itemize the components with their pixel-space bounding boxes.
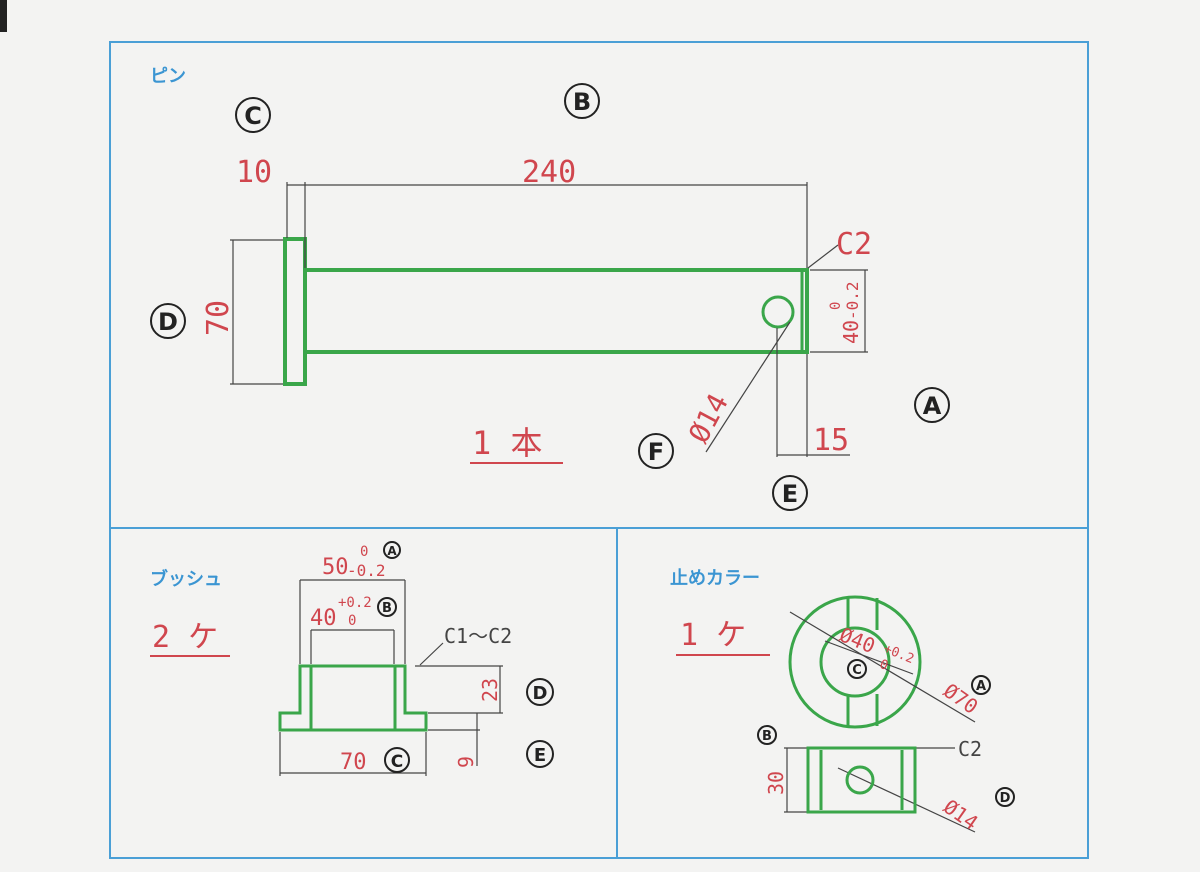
svg-text:-0.2: -0.2 [843,281,862,320]
collar-side-view [806,746,917,814]
svg-text:D: D [158,308,178,336]
pin-dimension-lines [230,182,868,457]
dim-hole-position: 15 [813,423,849,458]
marker-a: A [971,675,991,695]
bush-title: ブッシュ [150,568,222,590]
pin-hole [761,295,795,329]
svg-text:F: F [648,438,664,466]
dim-flange-thickness: 9 [454,756,478,768]
collar-inner-circle [819,626,891,698]
dim-head-thickness: 10 [236,155,272,190]
svg-text:E: E [534,745,546,766]
svg-text:B: B [382,601,392,616]
pin-shaft [303,268,809,354]
svg-text:A: A [387,544,397,558]
svg-text:A: A [976,679,986,694]
dim-bush-inner: 40 +0.2 0 [310,595,372,631]
pin-title: ピン [150,66,186,87]
marker-a: A [914,387,950,423]
marker-d: D [526,678,554,706]
collar-quantity: 1 ケ [680,618,746,653]
svg-text:40: 40 [310,606,337,631]
bush-panel: ブッシュ 2 ケ 50 -0.2 0 A [150,541,554,776]
svg-text:Ø40: Ø40 [836,622,878,658]
dim-collar-width: 30 [764,771,788,795]
svg-text:D: D [533,683,548,704]
marker-c: C [847,659,867,679]
pin-quantity: 1 本 [472,424,543,462]
pin-head [283,237,307,386]
svg-text:E: E [782,480,798,508]
collar-side-hole [845,765,875,795]
marker-d: D [150,303,186,339]
bush-quantity: 2 ケ [152,620,218,655]
pin-panel: ピン 10 240 70 40 -0.2 0 [150,66,950,511]
collar-dimension-lines [784,611,976,833]
dim-hole-diameter: Ø14 [682,388,735,448]
dim-bush-chamfer: C1～C2 [444,624,512,648]
dim-bush-outer: 50 -0.2 0 [322,544,386,580]
marker-e: E [526,740,554,768]
dim-collar-chamfer: C2 [958,737,982,761]
dim-shaft-diameter: 40 -0.2 0 [828,281,863,344]
scan-edge [0,0,7,32]
dim-flange-diameter: 70 [340,750,367,775]
collar-title: 止めカラー [670,567,760,589]
marker-a: A [383,541,401,559]
dim-chamfer: C2 [836,227,872,262]
svg-text:0: 0 [828,302,844,310]
dim-head-diameter: 70 [201,300,236,336]
svg-text:C: C [852,663,862,678]
svg-text:-0.2: -0.2 [347,561,386,580]
marker-b: B [564,83,600,119]
dim-pin-length: 240 [522,155,576,190]
svg-text:0: 0 [348,613,356,629]
outer-frame [109,41,1089,859]
dim-collar-hole: Ø14 [939,794,982,834]
bush-dimension-lines [279,579,503,776]
svg-text:B: B [573,88,591,116]
svg-text:50: 50 [322,555,349,580]
collar-outer-circle [788,595,922,729]
svg-text:D: D [1000,791,1011,806]
marker-f: F [638,433,674,469]
marker-d: D [995,787,1015,807]
marker-b: B [757,725,777,745]
marker-c: C [235,97,271,133]
svg-text:+0.2: +0.2 [338,595,372,611]
dim-collar-inner: Ø40 +0.2 0 [836,622,916,674]
collar-pin-slots [846,598,879,726]
marker-e: E [772,475,808,511]
collar-panel: 止めカラー 1 ケ Ø40 +0.2 0 C Ø70 A B [670,567,1015,835]
svg-text:B: B [762,729,772,744]
marker-c: C [384,747,410,773]
dim-bush-height: 23 [478,678,502,702]
svg-text:A: A [923,392,942,420]
bush-outline [278,664,428,732]
svg-text:0: 0 [360,544,368,560]
svg-text:C: C [244,102,262,130]
svg-text:40: 40 [839,320,863,344]
svg-text:C: C [391,752,403,772]
marker-b: B [377,597,397,617]
